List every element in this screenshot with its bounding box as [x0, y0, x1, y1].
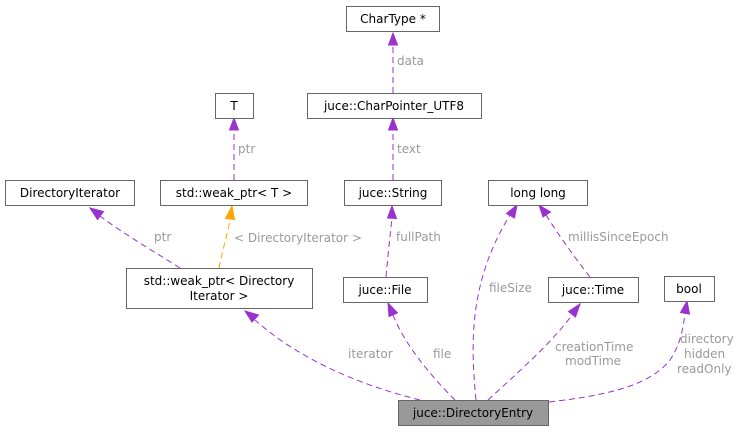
edge-label-readonly: readOnly [677, 362, 732, 376]
node-label: juce::String [358, 186, 428, 200]
edge-template-instance: < DirectoryIterator > [218, 204, 362, 269]
edge-time: creationTime modTime [487, 302, 633, 401]
node-directoryiterator[interactable]: DirectoryIterator [5, 180, 135, 206]
edge-label-ptr-dir: ptr [154, 230, 171, 244]
edge-ptr-t: ptr [228, 116, 255, 180]
node-label: std::weak_ptr< T > [176, 186, 292, 200]
node-file[interactable]: juce::File [343, 277, 428, 303]
node-weakptr-t[interactable]: std::weak_ptr< T > [160, 180, 308, 206]
node-label-line2: Iterator > [190, 289, 249, 303]
edge-label-directory: directory [680, 332, 734, 346]
node-time[interactable]: juce::Time [548, 277, 639, 303]
node-label: long long [510, 186, 566, 200]
edge-label-file: file [433, 347, 451, 361]
edge-data: data [387, 31, 424, 93]
node-label: T [229, 99, 238, 113]
node-chartype[interactable]: CharType * [346, 6, 440, 32]
node-label: CharType * [360, 12, 426, 26]
edge-ptr-dir: ptr [88, 207, 181, 269]
node-weakptr-directoryiterator[interactable]: std::weak_ptr< Directory Iterator > [126, 268, 313, 309]
edge-label-hidden: hidden [684, 347, 725, 361]
edge-bool: directory hidden readOnly [548, 299, 734, 403]
edge-millis: millisSinceEpoch [538, 203, 669, 278]
edge-fullpath: fullPath [385, 204, 441, 278]
edge-file: file [387, 301, 456, 401]
edge-label-millis: millisSinceEpoch [568, 230, 669, 244]
edge-label-creation-time: creationTime [555, 340, 633, 354]
edge-label-mod-time: modTime [565, 354, 621, 368]
edge-label-fullpath: fullPath [396, 230, 441, 244]
node-charpointer[interactable]: juce::CharPointer_UTF8 [307, 93, 482, 119]
node-label: DirectoryIterator [20, 186, 120, 200]
node-label-line1: std::weak_ptr< Directory [144, 274, 295, 288]
edge-label-data: data [397, 54, 424, 68]
edge-filesize: fileSize [472, 203, 532, 401]
node-t[interactable]: T [215, 93, 254, 119]
node-string[interactable]: juce::String [344, 180, 442, 206]
node-label: juce::DirectoryEntry [412, 406, 533, 420]
node-label: juce::File [357, 283, 411, 297]
edge-label-template-arg: < DirectoryIterator > [234, 231, 362, 245]
edge-text: text [387, 116, 421, 180]
edge-label-iterator: iterator [348, 347, 393, 361]
node-longlong[interactable]: long long [488, 180, 588, 206]
edge-label-filesize: fileSize [489, 281, 532, 295]
node-label: bool [676, 282, 702, 296]
node-bool[interactable]: bool [664, 276, 715, 302]
node-label: juce::CharPointer_UTF8 [323, 99, 464, 113]
edge-iterator: iterator [243, 310, 421, 401]
node-directoryentry[interactable]: juce::DirectoryEntry [398, 400, 549, 426]
edge-label-text: text [397, 142, 421, 156]
edge-label-ptr-t: ptr [238, 142, 255, 156]
node-label: juce::Time [561, 283, 624, 297]
